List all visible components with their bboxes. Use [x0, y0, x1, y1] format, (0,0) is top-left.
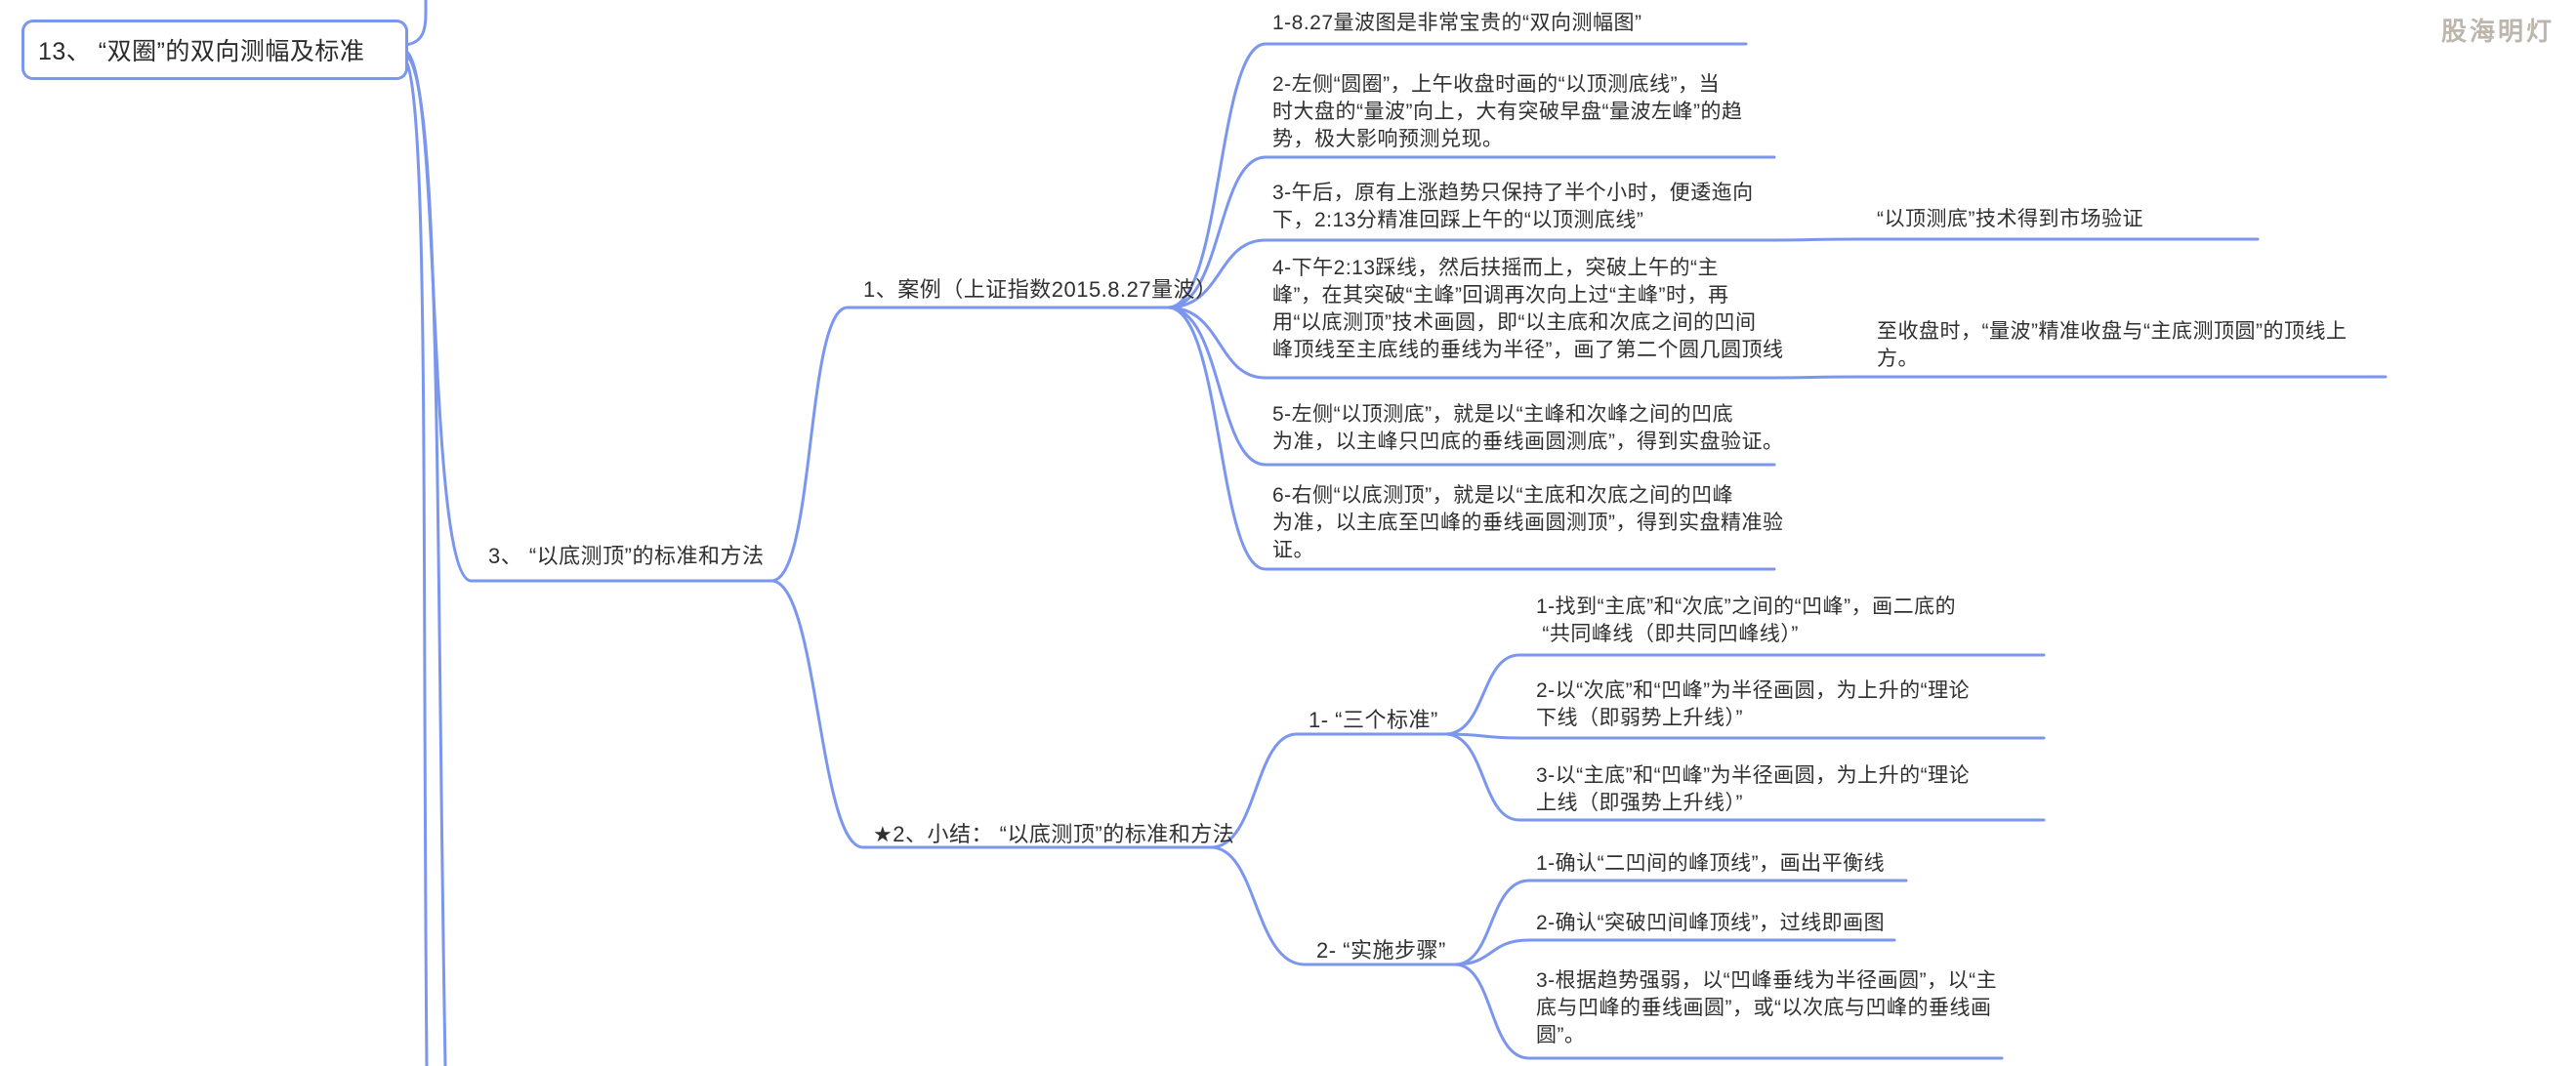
node-case-item-3[interactable]: 3-午后，原有上涨趋势只保持了半个小时，便逶迤向 下，2:13分精准回踩上午的“… — [1272, 182, 1754, 231]
node-standard-3[interactable]: 3-以“主底”和“凹峰”为半径画圆，为上升的“理论 上线（即强势上升线）” — [1536, 764, 1971, 814]
node-case-item-5[interactable]: 5-左侧“以顶测底”，就是以“主峰和次峰之间的凹底 为准，以主峰只凹底的垂线画圆… — [1272, 403, 1784, 453]
node-case-item-4-note[interactable]: 至收盘时，“量波”精准收盘与“主底测顶圆”的顶线上 方。 — [1877, 320, 2347, 370]
node-step-3[interactable]: 3-根据趋势强弱，以“凹峰垂线为半径画圆”，以“主 底与凹峰的垂线画圆”，或“以… — [1536, 969, 1998, 1046]
node-standard-2[interactable]: 2-以“次底”和“凹峰”为半径画圆，为上升的“理论 下线（即弱势上升线）” — [1536, 679, 1971, 729]
node-step-1[interactable]: 1-确认“二凹间的峰顶线”，画出平衡线 — [1536, 852, 1886, 875]
watermark-logo: 股海明灯 — [2440, 18, 2555, 47]
node-summary-label[interactable]: ★2、小结： “以底测顶”的标准和方法 — [873, 822, 1235, 846]
node-case-item-4[interactable]: 4-下午2:13踩线，然后扶摇而上，突破上午的“主 峰”，在其突破“主峰”回调再… — [1272, 257, 1784, 361]
node-steps-label[interactable]: 2- “实施步骤” — [1316, 938, 1446, 963]
node-case-label[interactable]: 1、案例（上证指数2015.8.27量波） — [863, 277, 1218, 302]
node-standards-label[interactable]: 1- “三个标准” — [1309, 708, 1438, 732]
node-case-item-1[interactable]: 1-8.27量波图是非常宝贵的“双向测幅图” — [1272, 12, 1642, 34]
node-case-item-2[interactable]: 2-左侧“圆圈”，上午收盘时画的“以顶测底线”，当 时大盘的“量波”向上，大有突… — [1272, 73, 1743, 150]
node-root-topic[interactable]: 13、 “双圈”的双向测幅及标准 — [21, 20, 408, 80]
node-branch-3[interactable]: 3、 “以底测顶”的标准和方法 — [488, 544, 765, 568]
node-standard-1[interactable]: 1-找到“主底”和“次底”之间的“凹峰”，画二底的 “共同峰线（即共同凹峰线）” — [1536, 595, 1957, 645]
node-case-item-6[interactable]: 6-右侧“以底测顶”，就是以“主底和次底之间的凹峰 为准，以主底至凹峰的垂线画圆… — [1272, 484, 1784, 561]
node-case-item-3-note[interactable]: “以顶测底”技术得到市场验证 — [1877, 208, 2143, 230]
node-step-2[interactable]: 2-确认“突破凹间峰顶线”，过线即画图 — [1536, 912, 1886, 934]
